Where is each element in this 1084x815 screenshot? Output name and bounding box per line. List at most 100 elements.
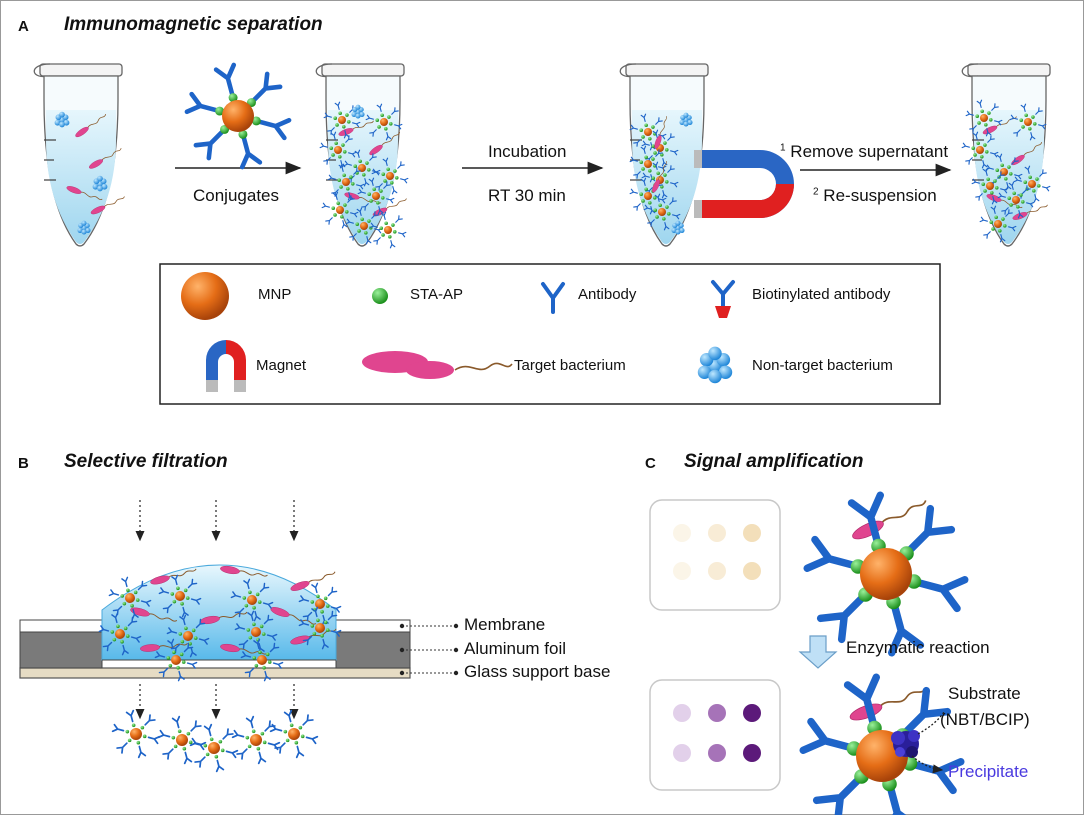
antibody-icon [672, 213, 681, 220]
mnp-conjugate-icon [230, 578, 274, 622]
mnp-conjugate-icon [629, 145, 667, 183]
antibody-icon [884, 784, 921, 815]
filtration-device [19, 564, 411, 679]
antibody-icon [181, 606, 189, 618]
antibody-icon [1020, 103, 1027, 112]
mnp-conjugate-icon [979, 205, 1017, 243]
antibody-icon [352, 121, 361, 128]
antibody-icon [905, 504, 956, 555]
step-remove-number: 1 [780, 142, 786, 154]
complex-after [799, 673, 965, 815]
step-remove-text: Remove supernatant [790, 142, 949, 161]
antibody-icon [203, 723, 213, 737]
antibody-icon [179, 614, 187, 626]
nontarget-bacterium-icon [77, 220, 91, 235]
mnp-conjugate-icon [803, 491, 969, 657]
tube-contents [54, 99, 1051, 249]
mnp-conjugate-icon [189, 723, 239, 773]
antibody-icon [965, 110, 974, 117]
mnp-conjugate-icon [323, 101, 361, 139]
antibody-icon [1011, 157, 1019, 165]
legend-sta-ap-label: STA-AP [410, 286, 464, 303]
antibody-icon [357, 188, 366, 195]
magnet-legend-icon [206, 340, 246, 392]
antibody-icon [667, 165, 675, 173]
antibody-icon [187, 578, 198, 589]
mnp-conjugate-icon [166, 614, 210, 658]
panel-b-title: Selective filtration [64, 451, 228, 472]
step-incubation-label: Incubation [488, 142, 567, 161]
target-bacterium-icon [90, 196, 125, 215]
antibody-icon [368, 177, 375, 186]
antibody-icon [1026, 201, 1035, 208]
plate-before [649, 499, 781, 611]
antibody-icon [1033, 194, 1040, 203]
antibody-icon [969, 125, 977, 133]
reaction-down-arrow-icon [798, 635, 838, 669]
antibody-icon [158, 667, 169, 678]
antibody-icon [189, 646, 197, 658]
antibody-icon [361, 203, 369, 211]
antibody-icon [987, 135, 995, 143]
legend-magnet-label: Magnet [256, 357, 307, 374]
antibody-icon [140, 599, 152, 607]
mnp-conjugate-icon [971, 167, 1009, 205]
antibody-icon [257, 751, 267, 765]
antibody-icon [383, 181, 391, 189]
antibody-icon [389, 240, 396, 249]
antibody-icon [640, 113, 647, 122]
antibody-icon [363, 178, 370, 187]
antibody-icon [166, 627, 178, 635]
step-resuspend-label: 2 Re-suspension [813, 186, 937, 206]
antibody-icon [661, 190, 668, 199]
antibody-icon [655, 149, 663, 157]
antibody-icon [961, 142, 970, 149]
antibody-icon [670, 149, 679, 156]
antibody-icon [343, 130, 350, 139]
magnet-icon [694, 150, 794, 218]
antibody-icon [1024, 165, 1031, 174]
legend-target-label: Target bacterium [514, 357, 626, 374]
antibody-icon [376, 103, 383, 112]
antibody-icon [982, 167, 989, 176]
antibody-icon [193, 129, 225, 161]
antibody-icon [251, 71, 283, 103]
antibody-icon [321, 638, 329, 650]
antibody-icon [652, 129, 659, 138]
antibody-icon [643, 204, 652, 211]
target-bacterium-icon [66, 186, 103, 200]
enzymatic-reaction-label: Enzymatic reaction [846, 638, 990, 657]
target-bacterium-icon [652, 160, 668, 193]
antibody-icon [1013, 176, 1022, 183]
mnp-conjugate-icon [234, 610, 278, 654]
antibody-icon [283, 709, 293, 723]
antibody-icon [321, 202, 330, 209]
antibody-icon [144, 714, 156, 726]
mnp-conjugate-icon [319, 131, 357, 169]
panel-c-letter: C [645, 455, 656, 472]
antibody-icon [298, 619, 310, 627]
mnp-conjugate-icon [369, 211, 407, 249]
antibody-icon [647, 219, 655, 227]
antibody-icon [976, 99, 983, 108]
antibody-icon [629, 188, 638, 195]
substrate-formula-label: (NBT/BCIP) [940, 710, 1030, 729]
antibody-icon [130, 635, 142, 643]
mnp-conjugate-icon [154, 638, 198, 682]
antibody-icon [332, 191, 339, 200]
antibody-icon [245, 715, 255, 729]
antibody-icon [353, 167, 361, 175]
antibody-icon [369, 153, 377, 161]
antibody-icon [302, 714, 314, 726]
antibody-icon [991, 196, 998, 205]
conjugate-icon [184, 62, 292, 170]
antibody-icon [391, 186, 398, 195]
antibody-icon [302, 635, 313, 646]
antibody-icon [1038, 123, 1047, 130]
antibody-icon [334, 101, 341, 110]
antibody-icon [298, 595, 310, 603]
target-bacterium-icon [369, 131, 401, 156]
antibody-icon [670, 181, 679, 188]
step-conjugates-label: Conjugates [193, 186, 280, 205]
nontarget-bacterium-icon [671, 220, 685, 235]
